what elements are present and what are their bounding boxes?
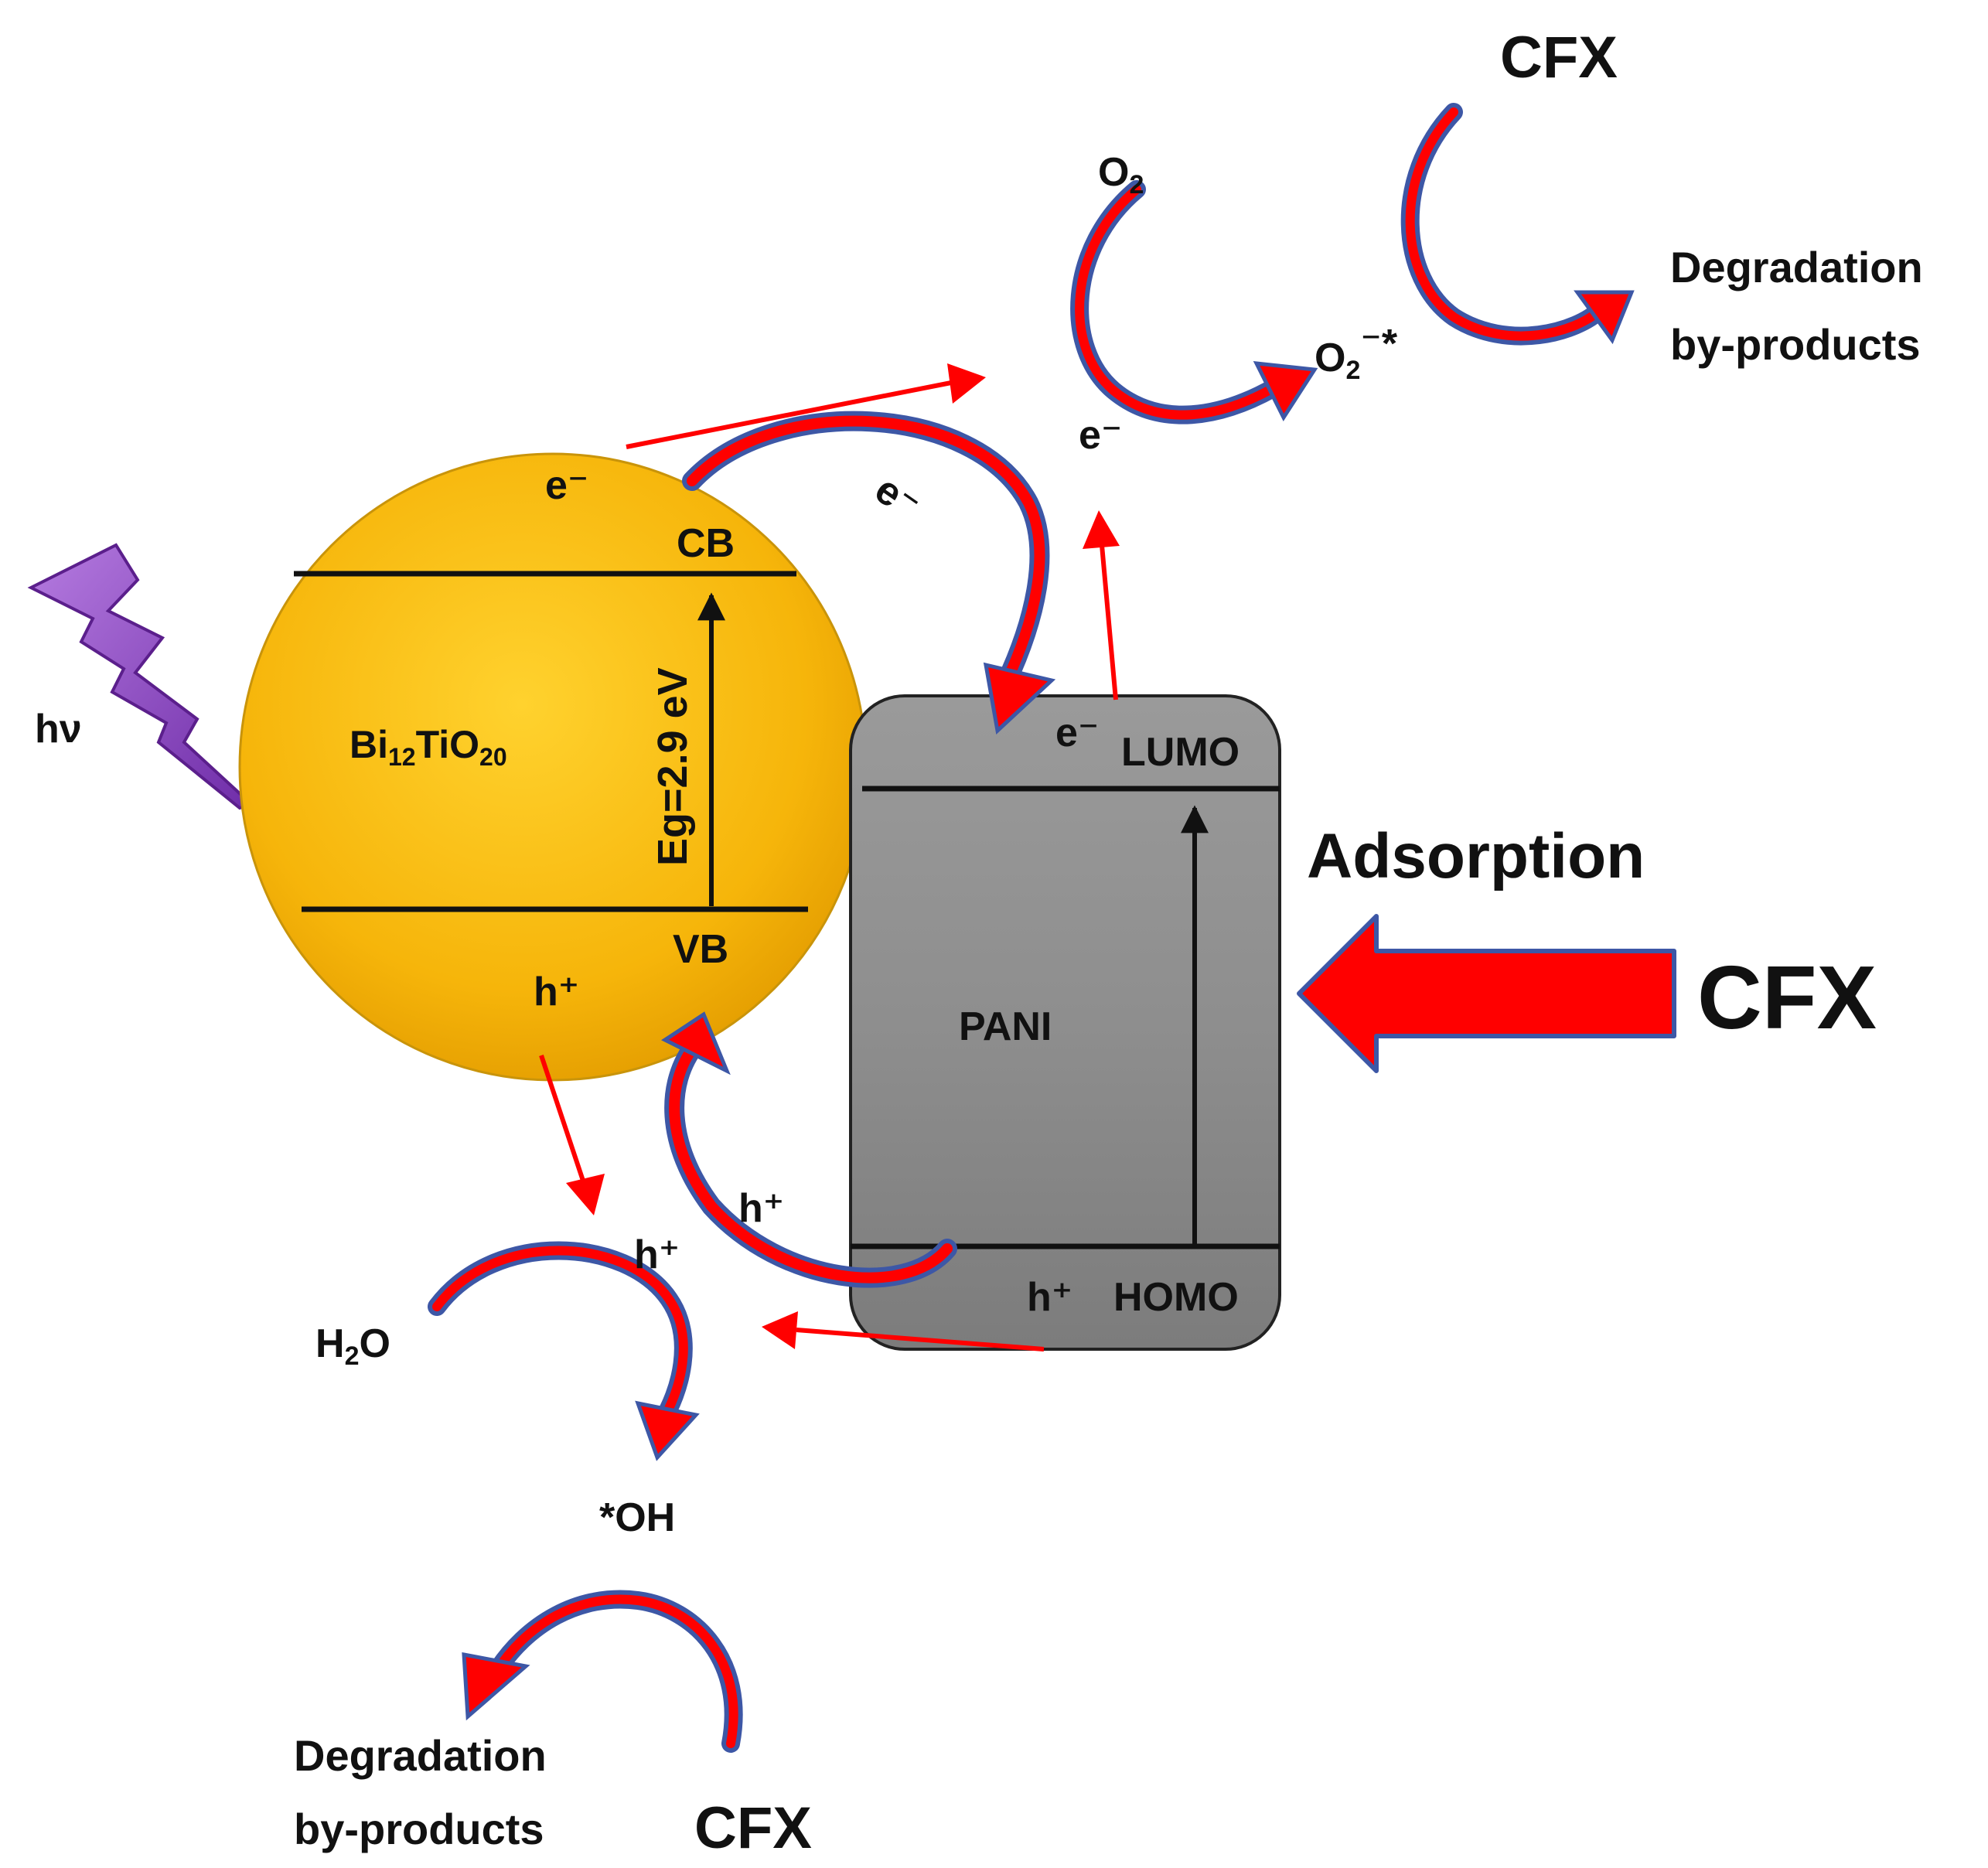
hydroxyl-label: *OH: [599, 1495, 675, 1540]
cfx-top-label: CFX: [1500, 25, 1618, 90]
homo-label: HOMO: [1113, 1275, 1239, 1320]
homo-to-water-arrow: [762, 1311, 1045, 1352]
adsorption-label: Adsorption: [1307, 821, 1645, 891]
cfx-bottom-label: CFX: [694, 1795, 812, 1861]
vb-label: VB: [673, 927, 728, 972]
cfx-adsorption-label: CFX: [1697, 947, 1877, 1048]
lumo-electron-label: e⁻: [1055, 711, 1099, 755]
lumo-label: LUMO: [1121, 730, 1240, 775]
photon-label: hν: [35, 707, 82, 752]
top-degradation-arrow: [1400, 103, 1635, 346]
superoxide-label: O2⁻*: [1315, 322, 1398, 385]
sphere-electron-label: e⁻: [545, 463, 588, 508]
bottom-degradation-line1: Degradation: [294, 1731, 547, 1780]
electron-to-oxygen-arrow: [626, 363, 986, 449]
oxygen-reduction-arrow: [1070, 180, 1318, 424]
electron-transfer-arrow: [682, 411, 1056, 735]
oxygen-label: O2: [1098, 150, 1144, 199]
lumo-to-oxygen-arrow: [1083, 510, 1120, 700]
bottom-degradation-arrow: [462, 1590, 743, 1753]
adsorption-arrow: [1297, 914, 1676, 1073]
transfer-electron-label: e⁻: [867, 467, 928, 529]
hole-transfer-arrow: [661, 1011, 957, 1288]
pani-label: PANI: [959, 1004, 1052, 1049]
transfer-hole-label: h⁺: [738, 1186, 784, 1231]
top-degradation-line1: Degradation: [1670, 243, 1923, 291]
oxygen-electron-label: e⁻: [1079, 413, 1122, 458]
top-degradation-line2: by-products: [1670, 320, 1921, 369]
sphere-hole-label: h⁺: [534, 970, 579, 1014]
bottom-degradation-line2: by-products: [294, 1805, 544, 1853]
band-gap-label: Eg=2.9 eV: [650, 667, 696, 866]
pani-box: [849, 694, 1281, 1351]
homo-hole-label: h⁺: [1027, 1275, 1072, 1320]
water-label: H2O: [315, 1321, 390, 1371]
water-hole-label: h⁺: [634, 1232, 680, 1277]
cb-label: CB: [677, 521, 735, 566]
lightning-bolt-icon: [27, 543, 254, 810]
water-oxidation-arrow: [428, 1241, 700, 1461]
semiconductor-name: Bi12TiO20: [350, 723, 507, 771]
hole-to-water-arrow: [539, 1055, 605, 1215]
